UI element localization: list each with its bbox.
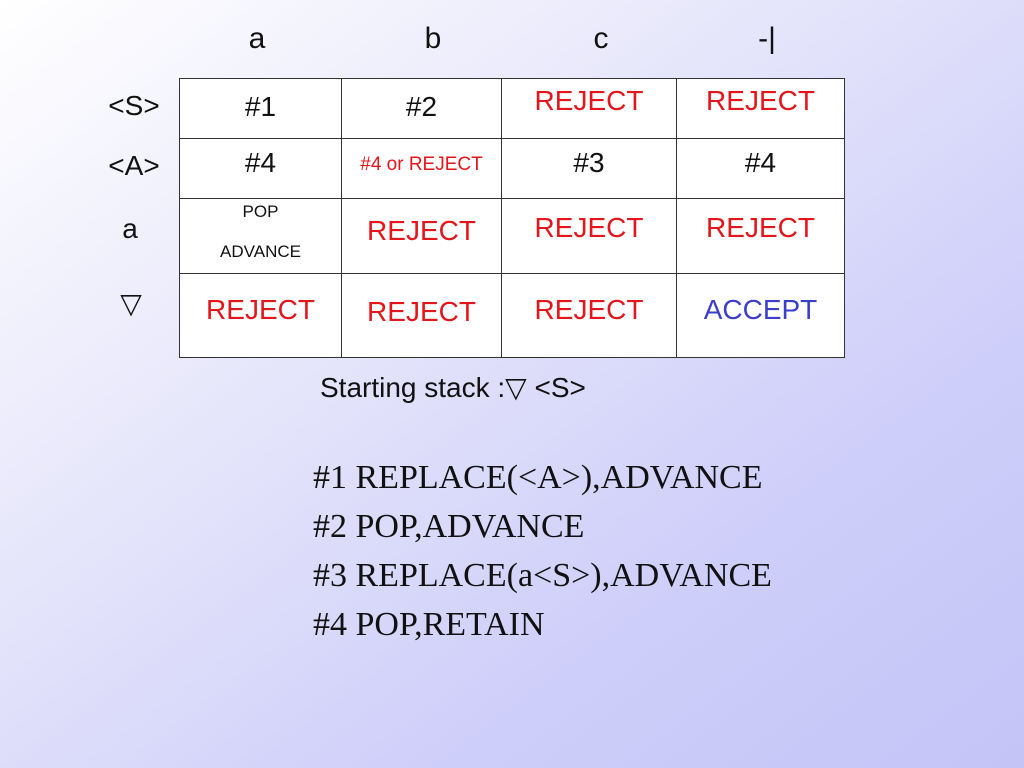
table-cell: REJECT (676, 198, 845, 274)
action-definition-2: #2 POP,ADVANCE (313, 508, 585, 545)
action-definition-3: #3 REPLACE(a<S>),ADVANCE (313, 557, 772, 594)
cell-reject-label: REJECT (706, 212, 815, 243)
table-cell: #4 (676, 138, 845, 199)
starting-stack-caption: Starting stack :▽ <S> (320, 372, 586, 403)
cell-reject-label: REJECT (534, 85, 644, 116)
table-row-A: #4 #4 or REJECT #3 #4 (179, 138, 845, 199)
table-cell: REJECT (341, 273, 502, 358)
table-cell: REJECT (676, 78, 845, 139)
cell-reject-label: REJECT (367, 296, 476, 327)
cell-action-label: #4 (244, 147, 277, 178)
cell-reject-label: REJECT (534, 212, 644, 243)
cell-conditional-label: #4 or REJECT (360, 154, 483, 175)
cell-reject-label: REJECT (534, 294, 644, 325)
parse-table: #1 #2 REJECT REJECT #4 #4 or REJECT #3 #… (179, 78, 845, 358)
table-cell: REJECT (501, 78, 677, 139)
table-cell: REJECT (179, 273, 342, 358)
cell-pop-label: POP (242, 202, 279, 221)
table-cell: REJECT (501, 273, 677, 358)
row-header-a: a (122, 213, 138, 244)
column-header-a: a (248, 22, 266, 55)
table-cell: POP ADVANCE (179, 198, 342, 274)
column-header-end-marker: -| (758, 22, 776, 55)
row-header-A: <A> (108, 150, 160, 181)
cell-reject-label: REJECT (206, 294, 315, 325)
row-header-bottom-marker: ▽ (120, 288, 142, 319)
table-row-S: #1 #2 REJECT REJECT (179, 78, 845, 139)
table-cell: #3 (501, 138, 677, 199)
row-header-S: <S> (108, 90, 160, 121)
action-definitions: #1 REPLACE(<A>),ADVANCE #2 POP,ADVANCE #… (313, 453, 772, 649)
table-cell: REJECT (501, 198, 677, 274)
table-cell: #4 (179, 138, 342, 199)
table-cell: #2 (341, 78, 502, 139)
cell-reject-label: REJECT (706, 85, 815, 116)
action-definition-4: #4 POP,RETAIN (313, 606, 545, 643)
table-cell: REJECT (341, 198, 502, 274)
cell-reject-label: REJECT (367, 215, 476, 246)
column-header-c: c (593, 22, 609, 55)
cell-accept-label: ACCEPT (703, 294, 818, 325)
table-row-bottom-marker: REJECT REJECT REJECT ACCEPT (179, 273, 845, 358)
table-cell: ACCEPT (676, 273, 845, 358)
action-definition-1: #1 REPLACE(<A>),ADVANCE (313, 459, 763, 496)
table-cell: #4 or REJECT (341, 138, 502, 199)
cell-action-label: #4 (744, 147, 777, 178)
cell-action-label: #1 (244, 91, 277, 122)
table-row-a: POP ADVANCE REJECT REJECT REJECT (179, 198, 845, 274)
table-cell: #1 (179, 78, 342, 139)
column-header-b: b (424, 22, 442, 55)
cell-action-label: #3 (573, 147, 605, 178)
cell-advance-label: ADVANCE (220, 242, 301, 261)
cell-action-label: #2 (405, 91, 438, 122)
